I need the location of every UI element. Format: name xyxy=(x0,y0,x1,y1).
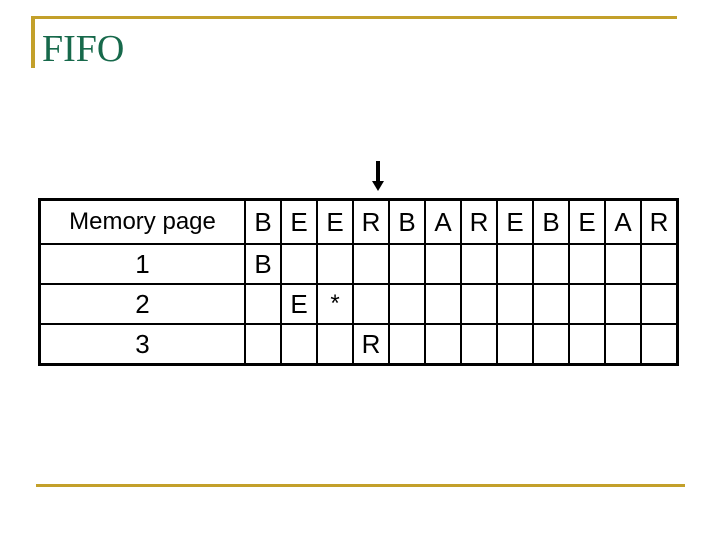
reference-letter: R xyxy=(640,198,679,245)
frame-cell xyxy=(460,323,498,366)
frame-cell xyxy=(604,323,642,366)
frame-cell xyxy=(496,283,534,325)
frame-cell xyxy=(244,283,282,325)
frame-cell xyxy=(280,243,318,285)
reference-letter: B xyxy=(388,198,426,245)
frame-cell xyxy=(496,323,534,366)
reference-letter: E xyxy=(568,198,606,245)
frame-cell xyxy=(640,283,679,325)
memory-page-header: Memory page xyxy=(38,198,246,245)
reference-letter: A xyxy=(604,198,642,245)
frame-cell xyxy=(316,323,354,366)
frame-cell xyxy=(388,323,426,366)
reference-letter: B xyxy=(244,198,282,245)
frame-cell xyxy=(388,283,426,325)
frame-cell xyxy=(244,323,282,366)
frame-cell xyxy=(424,323,462,366)
frame-cell xyxy=(496,243,534,285)
frame-row-label: 1 xyxy=(38,243,246,285)
frame-cell xyxy=(424,243,462,285)
reference-letter: R xyxy=(460,198,498,245)
frame-cell xyxy=(352,243,390,285)
frame-cell xyxy=(568,283,606,325)
reference-letter: E xyxy=(280,198,318,245)
reference-letter: E xyxy=(496,198,534,245)
top-gold-rule xyxy=(31,16,677,19)
frame-cell xyxy=(532,323,570,366)
frame-cell xyxy=(280,323,318,366)
left-gold-rule xyxy=(31,16,35,68)
frame-row-label: 2 xyxy=(38,283,246,325)
reference-letter: A xyxy=(424,198,462,245)
frame-cell xyxy=(352,283,390,325)
frame-cell xyxy=(604,283,642,325)
frame-cell: * xyxy=(316,283,354,325)
frame-cell xyxy=(316,243,354,285)
frame-cell xyxy=(388,243,426,285)
frame-cell xyxy=(568,323,606,366)
page-title: FIFO xyxy=(42,28,125,70)
frame-cell xyxy=(640,323,679,366)
frame-cell xyxy=(460,283,498,325)
frame-cell xyxy=(604,243,642,285)
reference-letter: R xyxy=(352,198,390,245)
frame-row-label: 3 xyxy=(38,323,246,366)
frame-cell xyxy=(640,243,679,285)
bottom-gold-rule xyxy=(36,484,685,487)
frame-cell xyxy=(532,283,570,325)
frame-cell: B xyxy=(244,243,282,285)
reference-letter: E xyxy=(316,198,354,245)
frame-cell xyxy=(568,243,606,285)
frame-cell xyxy=(460,243,498,285)
frame-cell: R xyxy=(352,323,390,366)
frame-cell xyxy=(424,283,462,325)
reference-letter: B xyxy=(532,198,570,245)
frame-cell xyxy=(532,243,570,285)
frame-cell: E xyxy=(280,283,318,325)
down-arrow-icon xyxy=(372,161,384,191)
